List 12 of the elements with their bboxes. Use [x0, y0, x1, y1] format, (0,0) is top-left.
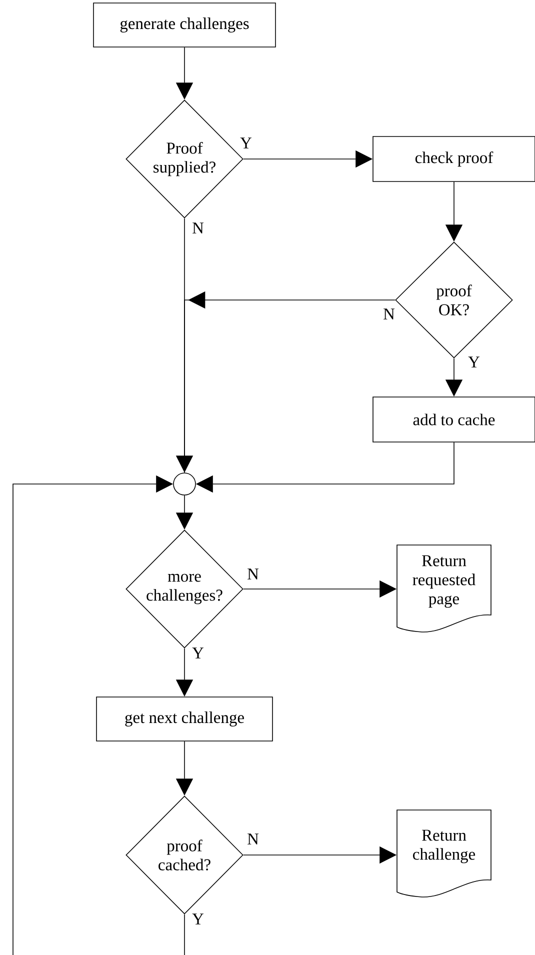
connector-circle [173, 472, 196, 496]
edge-label: N [246, 832, 260, 846]
process-box: generate challenges [93, 2, 276, 48]
edge-label: Y [191, 912, 205, 926]
edge-label: N [191, 222, 205, 234]
process-box: get next challenge [96, 696, 273, 742]
edge-label: Y [191, 646, 205, 660]
edge-label: N [246, 568, 260, 580]
edge-label: N [382, 308, 396, 320]
process-box: check proof [372, 136, 535, 182]
process-box: add to cache [372, 396, 535, 442]
edge-label: Y [467, 356, 481, 368]
